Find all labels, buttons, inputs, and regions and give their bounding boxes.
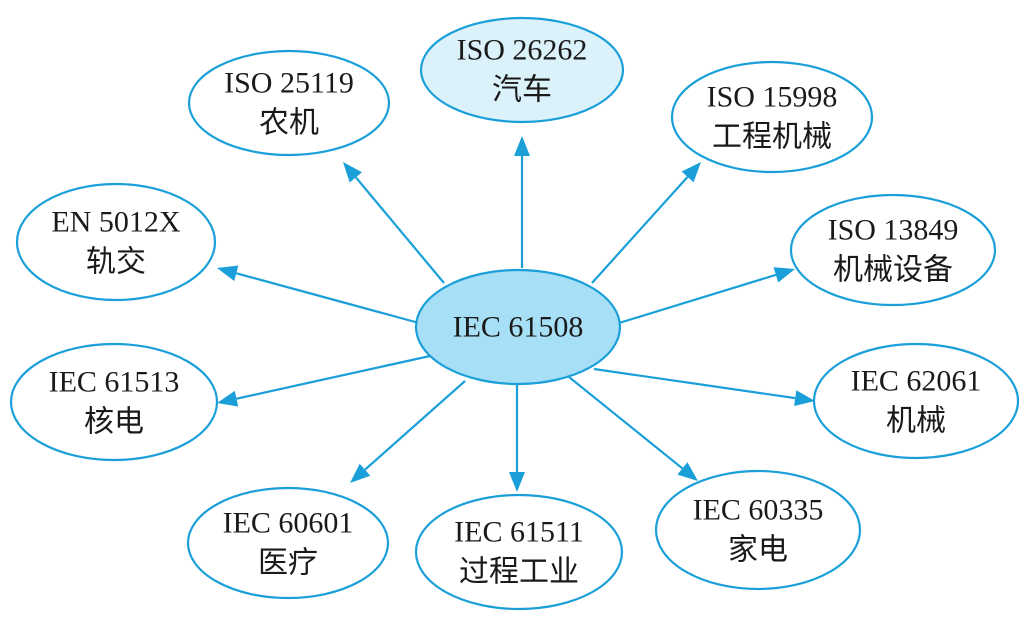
node-standard-label: ISO 13849: [828, 214, 959, 247]
node-domain-label: 机械: [886, 405, 946, 438]
arrowhead-iso-26262: [514, 136, 530, 156]
arrowhead-iec-61511: [509, 472, 525, 492]
arrowhead-en-5012x: [217, 265, 239, 281]
node-standard-label: IEC 61508: [453, 311, 584, 344]
arrowhead-iec-61513: [217, 390, 239, 407]
arrowhead-iec-60601: [350, 463, 371, 483]
node-standard-label: ISO 15998: [707, 81, 838, 114]
arrow-iso-15998: [591, 176, 689, 284]
node-standard-label: ISO 25119: [224, 67, 354, 100]
node-standard-label: IEC 62061: [851, 365, 982, 398]
node-ellipse: [670, 60, 874, 174]
arrow-en-5012x: [236, 272, 420, 325]
node-iec-61511: IEC 61511 过程工业: [414, 493, 624, 611]
node-domain-label: 家电: [728, 534, 788, 567]
node-standard-label: IEC 61513: [49, 366, 180, 399]
node-domain-label: 轨交: [86, 246, 146, 279]
node-iso-15998: ISO 15998 工程机械: [670, 60, 874, 174]
arrowhead-iec-62061: [794, 390, 815, 407]
node-ellipse: [654, 469, 862, 591]
arrowhead-iso-25119: [343, 162, 362, 183]
arrow-iec-62061: [593, 367, 796, 400]
node-iso-25119: ISO 25119 农机: [187, 49, 391, 157]
arrow-iec-61513: [236, 354, 431, 400]
center-node-iec-61508: IEC 61508: [414, 268, 622, 386]
node-domain-label: 过程工业: [459, 556, 579, 589]
node-iec-60335: IEC 60335 家电: [654, 469, 862, 591]
node-group: IEC 61508 ISO 26262 汽车 ISO 25119 农机 ISO 15998…: [9, 16, 1020, 611]
arrowhead-iso-13849: [773, 267, 795, 283]
node-domain-label: 工程机械: [712, 121, 832, 154]
node-iec-62061: IEC 62061 机械: [812, 342, 1020, 460]
node-domain-label: 汽车: [492, 74, 552, 107]
node-ellipse: [414, 493, 624, 611]
node-standard-label: EN 5012X: [51, 206, 180, 239]
node-ellipse: [419, 16, 625, 124]
node-domain-label: 核电: [84, 406, 144, 439]
node-iso-26262: ISO 26262 汽车: [419, 16, 625, 124]
node-standard-label: IEC 61511: [454, 516, 584, 549]
arrow-iec-60601: [364, 380, 466, 471]
node-ellipse: [812, 342, 1020, 460]
arrow-iso-25119: [354, 176, 445, 284]
arrow-iso-13849: [618, 273, 777, 325]
node-iec-60601: IEC 60601 医疗: [186, 486, 390, 600]
node-standard-label: IEC 60335: [693, 494, 824, 527]
node-ellipse: [414, 268, 622, 386]
node-standard-label: ISO 26262: [457, 34, 588, 67]
node-domain-label: 机械设备: [833, 254, 953, 287]
node-en-5012x: EN 5012X 轨交: [15, 182, 217, 302]
arrowhead-iec-60335: [677, 462, 698, 481]
node-domain-label: 医疗: [258, 547, 318, 580]
node-ellipse: [15, 182, 217, 302]
node-ellipse: [9, 342, 219, 462]
arrow-iec-60335: [568, 376, 684, 470]
node-iec-61513: IEC 61513 核电: [9, 342, 219, 462]
node-ellipse: [186, 486, 390, 600]
node-iso-13849: ISO 13849 机械设备: [789, 193, 997, 307]
node-ellipse: [789, 193, 997, 307]
node-domain-label: 农机: [259, 107, 319, 140]
node-ellipse: [187, 49, 391, 157]
arrowhead-iso-15998: [681, 162, 701, 183]
edge-group: [217, 136, 815, 492]
node-standard-label: IEC 60601: [223, 507, 354, 540]
